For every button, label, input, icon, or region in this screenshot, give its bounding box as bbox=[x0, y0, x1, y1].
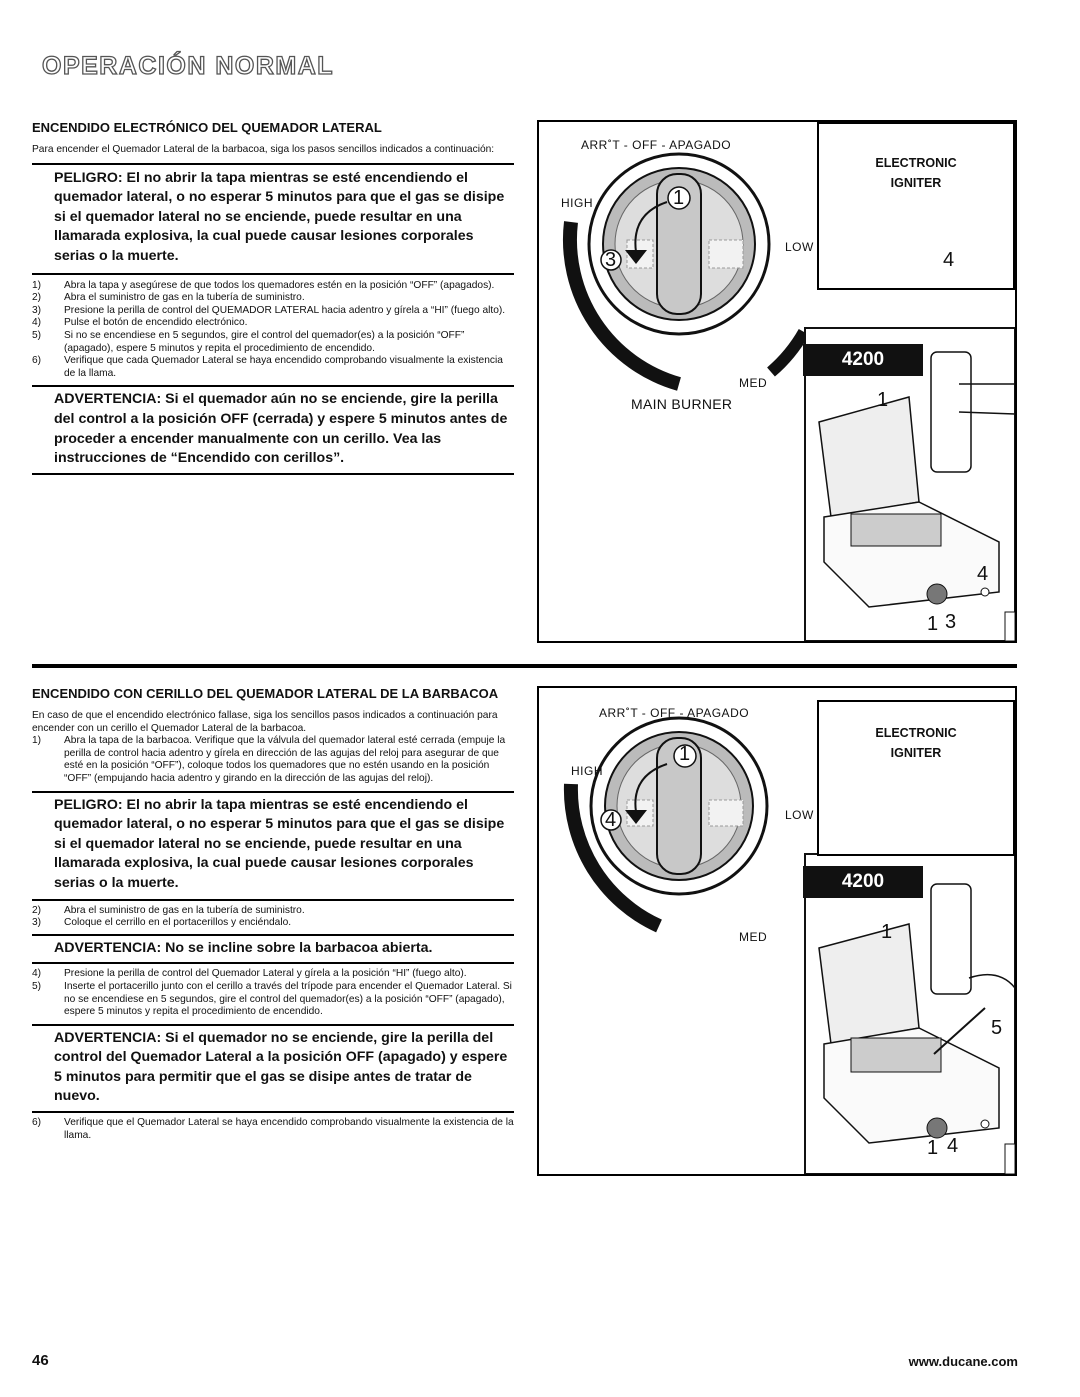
med-label: MED bbox=[739, 376, 768, 390]
steps-list: 1)Abra la tapa de la barbacoa. Verifique… bbox=[32, 735, 514, 785]
intro-text: Para encender el Quemador Lateral de la … bbox=[32, 144, 495, 155]
callout-number: 1 bbox=[877, 389, 889, 411]
igniter-panel: ELECTRONIC IGNITER bbox=[817, 122, 1015, 290]
divider-rule bbox=[32, 898, 514, 901]
med-label: MED bbox=[739, 930, 768, 944]
divider-rule bbox=[32, 790, 514, 793]
callout-number: 5 bbox=[991, 1017, 1003, 1039]
page-title: OPERACIÓN NORMAL bbox=[41, 51, 335, 80]
list-item: 4)Pulse el botón de encendido electrónic… bbox=[32, 317, 248, 329]
list-item: 2)Abra el suministro de gas en la tuberí… bbox=[32, 292, 305, 304]
list-item: 3)Presione la perilla de control del QUE… bbox=[32, 304, 506, 316]
list-item: 6)Verifique que el Quemador Lateral se h… bbox=[32, 1117, 514, 1141]
callout-number: 4 bbox=[977, 563, 989, 585]
list-item: 4)Presione la perilla de control del Que… bbox=[32, 968, 467, 980]
igniter-label-line1: ELECTRONIC bbox=[875, 156, 957, 170]
divider-rule bbox=[32, 272, 514, 275]
callout-number: 1 bbox=[927, 1137, 939, 1159]
off-position-label: ARR˚T - OFF - APAGADO bbox=[581, 138, 732, 152]
list-item: 3)Coloque el cerrillo en el portacerillo… bbox=[32, 917, 292, 929]
callout-number: 3 bbox=[605, 249, 617, 271]
knob-and-grill-illustration bbox=[562, 152, 1015, 641]
steps-list: 4)Presione la perilla de control del Que… bbox=[32, 968, 514, 1018]
divider-rule bbox=[32, 962, 514, 965]
low-label: LOW bbox=[785, 808, 814, 822]
steps-list: 6)Verifique que el Quemador Lateral se h… bbox=[32, 1117, 514, 1142]
figure-match-lighting: ARR˚T - OFF - APAGADO HIGH LOW MED ELECT… bbox=[537, 686, 1017, 1176]
list-item: 2)Abra el suministro de gas en la tuberí… bbox=[32, 904, 305, 916]
off-position-label: ARR˚T - OFF - APAGADO bbox=[599, 706, 750, 720]
callout-number: 3 bbox=[945, 611, 957, 633]
main-burner-label: MAIN BURNER bbox=[631, 396, 733, 412]
knob-and-grill-illustration bbox=[563, 716, 1015, 1174]
steps-list: 1)Abra la tapa y asegúrese de que todos … bbox=[32, 280, 514, 381]
callout-number: 1 bbox=[673, 187, 685, 209]
callout-number: 1 bbox=[679, 743, 691, 765]
low-label: LOW bbox=[785, 240, 814, 254]
page-number: 46 bbox=[32, 1352, 49, 1369]
high-label: HIGH bbox=[561, 196, 593, 210]
section-match-lighting: ENCENDIDO CON CERILLO DEL QUEMADOR LATER… bbox=[32, 686, 514, 1142]
callout-number: 4 bbox=[943, 249, 955, 271]
igniter-panel: ELECTRONIC IGNITER bbox=[817, 700, 1015, 856]
divider-rule bbox=[32, 472, 514, 475]
warning-text: ADVERTENCIA: Si el quemador no se encien… bbox=[54, 1029, 508, 1105]
divider-rule bbox=[32, 1111, 514, 1114]
list-item: 6)Verifique que cada Quemador Lateral se… bbox=[32, 355, 503, 379]
callout-number: 1 bbox=[881, 921, 893, 943]
steps-list: 2)Abra el suministro de gas en la tuberí… bbox=[32, 905, 514, 930]
list-item: 5)Si no se encendiese en 5 segundos, gir… bbox=[32, 329, 465, 354]
warning-text: ADVERTENCIA: Si el quemador aún no se en… bbox=[54, 391, 508, 467]
callout-number: 1 bbox=[927, 613, 939, 635]
section-heading: ENCENDIDO ELECTRÓNICO DEL QUEMADOR LATER… bbox=[32, 120, 382, 135]
section-divider bbox=[32, 664, 1017, 668]
divider-rule bbox=[32, 1023, 514, 1026]
list-item: 5)Inserte el portacerillo junto con el c… bbox=[32, 980, 512, 1018]
intro-text: En caso de que el encendido electrónico … bbox=[32, 710, 498, 734]
callout-number: 4 bbox=[947, 1135, 959, 1157]
warning-text: ADVERTENCIA: No se incline sobre la barb… bbox=[54, 939, 433, 956]
igniter-label-line2: IGNITER bbox=[890, 746, 942, 760]
divider-rule bbox=[32, 162, 514, 165]
section-heading: ENCENDIDO CON CERILLO DEL QUEMADOR LATER… bbox=[32, 686, 499, 701]
footer-url[interactable]: www.ducane.com bbox=[908, 1354, 1018, 1369]
list-item: 1)Abra la tapa de la barbacoa. Verifique… bbox=[32, 735, 506, 784]
callout-number: 4 bbox=[605, 809, 617, 831]
model-badge: 4200 bbox=[803, 344, 923, 376]
danger-text: PELIGRO: El no abrir la tapa mientras se… bbox=[54, 796, 505, 891]
list-item: 1)Abra la tapa y asegúrese de que todos … bbox=[32, 279, 495, 291]
divider-rule bbox=[32, 933, 514, 936]
high-label: HIGH bbox=[571, 764, 603, 778]
model-badge: 4200 bbox=[803, 866, 923, 898]
figure-electronic-ignition: ARR˚T - OFF - APAGADO HIGH LOW MED MAIN … bbox=[537, 120, 1017, 643]
danger-text: PELIGRO: El no abrir la tapa mientras se… bbox=[54, 169, 505, 264]
section-electronic-ignition: ENCENDIDO ELECTRÓNICO DEL QUEMADOR LATER… bbox=[32, 120, 514, 475]
divider-rule bbox=[32, 385, 514, 388]
igniter-label-line2: IGNITER bbox=[890, 176, 942, 190]
igniter-label-line1: ELECTRONIC bbox=[875, 726, 957, 740]
